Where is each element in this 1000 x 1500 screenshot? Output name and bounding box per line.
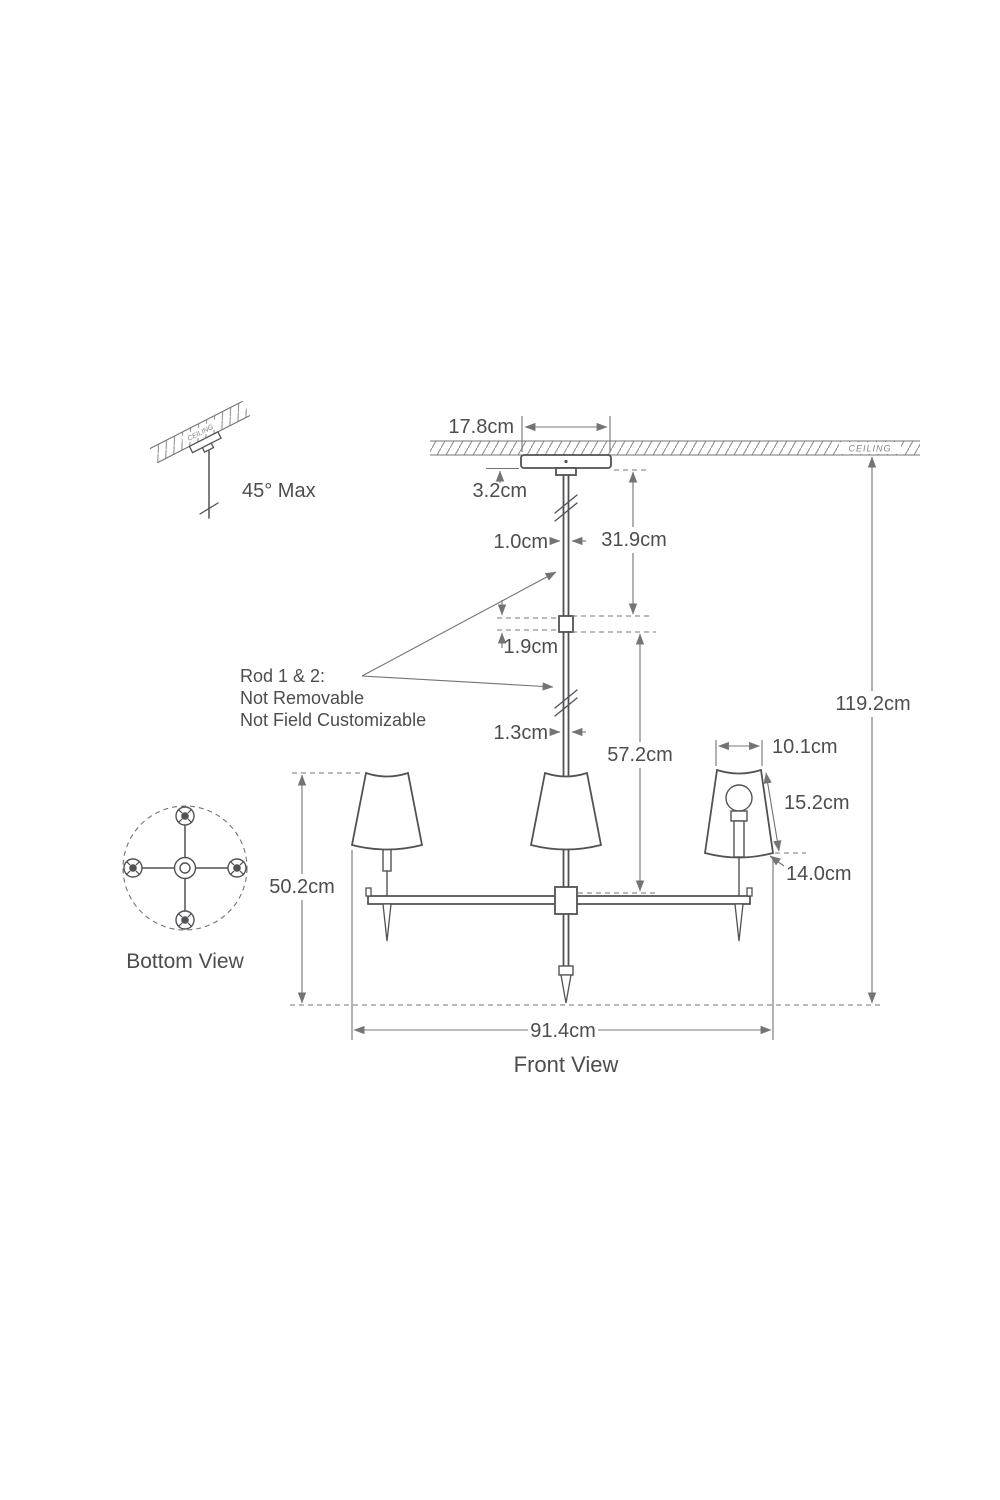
tilt-max-label: 45° Max [242, 480, 316, 502]
arm-end-pin-right [746, 887, 753, 897]
bottom-view-hub-inner [179, 862, 191, 874]
rod-note-line1: Rod 1 & 2: [240, 666, 325, 686]
dim-body-height-label: 50.2cm [269, 876, 335, 898]
spike-left [382, 903, 392, 942]
socket-top [175, 806, 195, 826]
dim-rod2-length-label: 57.2cm [607, 744, 673, 766]
bulb-socket [730, 810, 748, 822]
candle-right [733, 820, 745, 858]
ceiling-hatch [430, 441, 920, 455]
rod-note-line2: Not Removable [240, 688, 364, 708]
rod-1-break-mark [554, 502, 578, 522]
center-hub [554, 886, 578, 915]
dim-overall-height-label: 119.2cm [835, 693, 910, 715]
bottom-view-label: Bottom View [126, 950, 244, 973]
socket-right [227, 858, 247, 878]
rod-note-leader-2 [361, 675, 554, 691]
finial-collar [558, 965, 574, 976]
dim-shade-top-label: 10.1cm [772, 736, 838, 758]
dim-coupler-label: 1.9cm [504, 636, 558, 658]
socket-left [123, 858, 143, 878]
ceiling-band: CEILING [430, 440, 920, 456]
tilt-icon: CEILING [149, 400, 251, 519]
rod-note-leader-1 [361, 571, 557, 677]
lamp-interior-right [725, 784, 753, 897]
canopy-screw [564, 459, 568, 464]
rod-2-break-mark [554, 697, 578, 717]
dimension-labels: 17.8cm 3.2cm 1.0cm 31.9cm 1.9cm 1.3cm 57… [240, 416, 913, 1077]
fixture-front-view [350, 454, 775, 1004]
spike-right [734, 903, 744, 942]
dim-shade-slant-label: 15.2cm [784, 792, 850, 814]
arm-bar [365, 887, 753, 905]
arm-end-pin-left [365, 887, 372, 897]
light-bulb [725, 784, 753, 812]
dim-shade-bottom-arrow [769, 855, 785, 867]
ceiling-label: CEILING [848, 444, 891, 454]
dim-rod1-diameter-label: 1.0cm [494, 531, 548, 553]
dim-shade-slant-line [763, 772, 782, 852]
dim-canopy-height-label: 3.2cm [473, 480, 527, 502]
finial-spike [560, 974, 572, 1004]
tilt-rod-break-mark [199, 502, 219, 515]
bottom-view-outline [122, 805, 248, 931]
dim-shade-bottom-label: 14.0cm [786, 863, 852, 885]
dim-rod2-diameter-label: 1.3cm [494, 722, 548, 744]
rod-note-line3: Not Field Customizable [240, 710, 426, 730]
lamp-shade-left [350, 771, 424, 851]
rod-coupler [558, 615, 574, 633]
front-view-label: Front View [514, 1052, 619, 1077]
lamp-shade-center [529, 771, 603, 851]
socket-bottom [175, 910, 195, 930]
dim-overall-width-label: 91.4cm [530, 1020, 596, 1042]
canopy-hub [555, 467, 577, 476]
dim-rod1-length-label: 31.9cm [601, 529, 667, 551]
dim-canopy-width-label: 17.8cm [448, 416, 514, 438]
bottom-view: Bottom View [122, 805, 248, 973]
